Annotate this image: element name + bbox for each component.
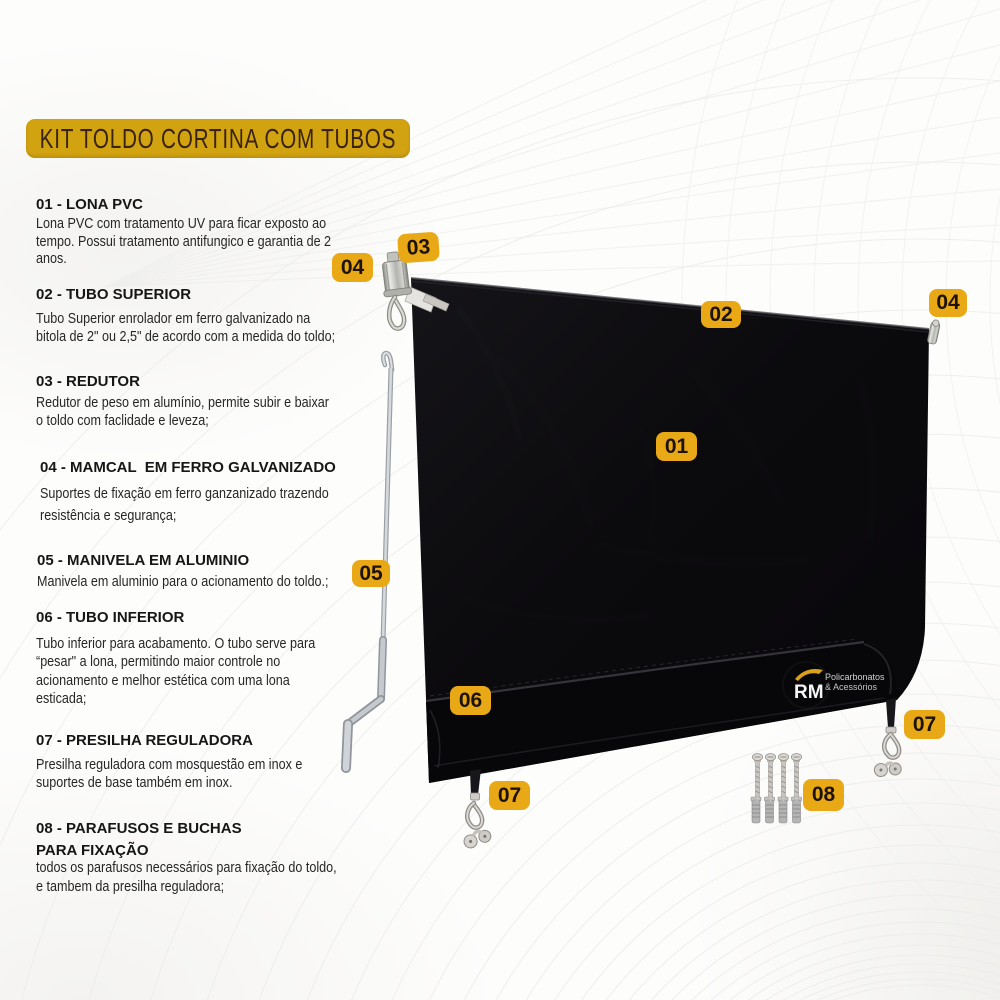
wall-plugs [750,796,802,824]
part-body-04: Suportes de fixação em ferro ganzanizado… [40,486,329,524]
callout-label: 05 [359,561,383,585]
lona-canvas [410,277,930,783]
part-description-04: 04 - MAMCAL EM FERRO GALVANIZADO Suporte… [40,458,380,527]
callout-badge-04-left: 04 [332,253,373,282]
callout-label: 02 [709,302,733,326]
callout-label: 01 [664,434,689,458]
callout-label: 08 [811,783,836,806]
part-description-02: 02 - TUBO SUPERIOR Tubo Superior enrolad… [36,285,388,346]
part-heading-08: 08 - PARAFUSOS E BUCHAS PARA FIXAÇÃO [36,820,242,859]
part-heading-05: 05 - MANIVELA EM ALUMINIO [37,552,250,569]
part-description-03: 03 - REDUTOR Redutor de peso em alumínio… [36,372,381,430]
part-description-08: 08 - PARAFUSOS E BUCHAS PARA FIXAÇÃO tod… [36,818,390,897]
callout-badge-06: 06 [450,686,491,715]
part-heading-03: 03 - REDUTOR [36,373,140,390]
callout-badge-05: 05 [352,560,390,587]
part-heading-02: 02 - TUBO SUPERIOR [36,286,192,303]
mamcal-right-pin [927,319,941,345]
title-banner: KIT TOLDO CORTINA COM TUBOS [26,119,410,158]
callout-badge-03: 03 [397,231,440,264]
watermark-swoosh-icon [795,669,823,681]
page-title: KIT TOLDO CORTINA COM TUBOS [39,122,397,154]
callout-label: 07 [912,712,937,736]
presilha-right [873,698,902,778]
part-heading-06: 06 - TUBO INFERIOR [36,609,185,626]
callout-badge-01: 01 [656,432,697,461]
watermark-line1: Policarbonatos [825,672,885,682]
part-body-08: todos os parafusos necessários para fixa… [36,860,337,896]
parafusos-e-buchas [750,753,803,824]
callout-badge-07-left: 07 [489,781,530,810]
callout-badge-02: 02 [701,301,741,328]
part-description-07: 07 - PRESILHA REGULADORA Presilha regula… [36,731,349,792]
screws [751,753,803,802]
callout-label: 04 [340,255,365,279]
callout-label: 07 [497,783,522,807]
part-body-07: Presilha reguladora com mosquestão em in… [36,757,303,791]
part-body-06: Tubo inferior para acabamento. O tubo se… [36,636,316,707]
part-body-01: Lona PVC com tratamento UV para ficar ex… [36,216,332,267]
part-heading-07: 07 - PRESILHA REGULADORA [36,732,253,749]
callout-label: 03 [406,234,431,260]
watermark-logo: RM [794,682,824,703]
part-description-05: 05 - MANIVELA EM ALUMINIO Manivela em al… [37,551,380,592]
part-body-05: Manivela em aluminio para o acionamento … [37,574,329,590]
manivela-crank [341,350,395,773]
brand-watermark: RM Policarbonatos & Acessórios [794,669,885,703]
callout-badge-08: 08 [803,779,844,811]
callout-label: 04 [936,291,960,314]
callout-badge-07-right: 07 [904,710,945,739]
watermark-line2: & Acessórios [825,682,878,692]
part-body-02: Tubo Superior enrolador em ferro galvani… [36,311,336,345]
callout-label: 06 [458,688,483,712]
callout-badge-04-right: 04 [929,289,967,317]
part-heading-01: 01 - LONA PVC [36,196,143,213]
part-body-03: Redutor de peso em alumínio, permite sub… [36,395,329,429]
presilha-left [463,769,492,849]
part-description-06: 06 - TUBO INFERIOR Tubo inferior para ac… [36,608,364,708]
redutor-and-mamcal-hardware [382,251,450,331]
part-description-01: 01 - LONA PVC Lona PVC com tratamento UV… [36,195,383,269]
part-heading-04: 04 - MAMCAL EM FERRO GALVANIZADO [40,459,336,476]
